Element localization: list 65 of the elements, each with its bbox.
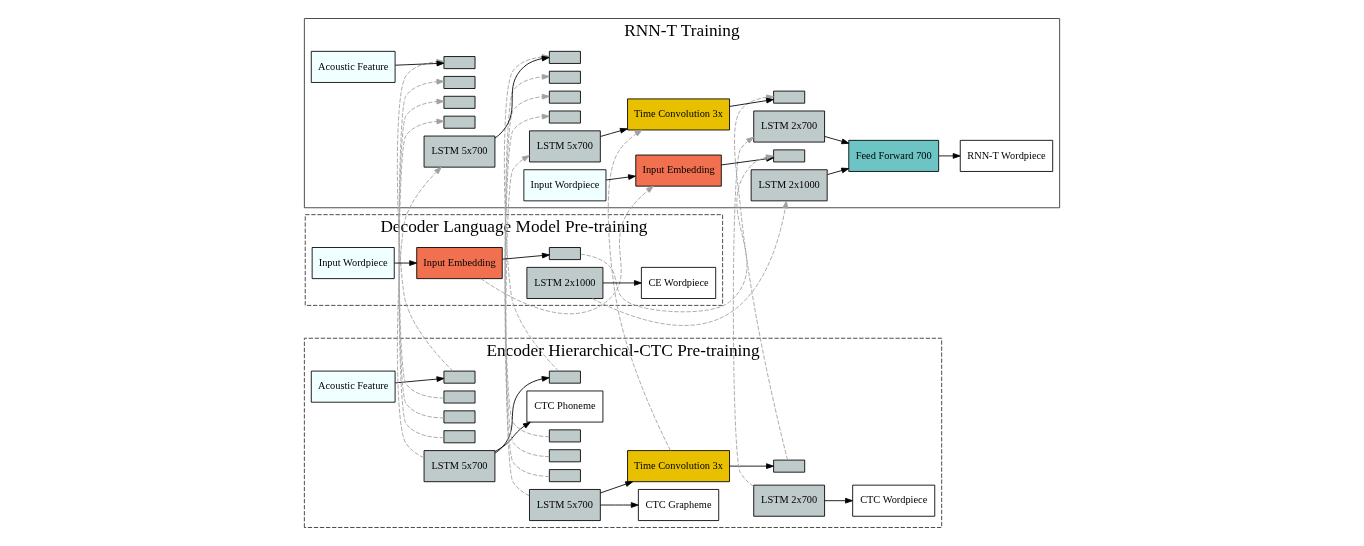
node-box: Feed Forward 700 [848, 139, 940, 172]
node-box [443, 430, 476, 444]
node-box: Input Wordpiece [311, 247, 395, 280]
node-box: CTC Wordpiece [852, 484, 936, 517]
arrow [824, 136, 850, 145]
arrow [732, 136, 755, 487]
node-box [443, 75, 476, 89]
node-box [443, 370, 476, 384]
node-box: Time Convolution 3x [627, 98, 730, 131]
node-box: LSTM 2x1000 [750, 169, 828, 202]
arrow [502, 252, 550, 260]
node-box [548, 429, 581, 443]
arrow [729, 463, 774, 469]
arrow [591, 200, 789, 326]
node-box: Time Convolution 3x [627, 450, 730, 483]
node-box: RNN-T Wordpiece [959, 139, 1054, 172]
node-box: Input Embedding [416, 247, 503, 280]
arrow [824, 497, 853, 504]
arrow [394, 260, 417, 266]
node-box [773, 459, 806, 473]
arrow [600, 502, 639, 508]
node-box: CTC Phoneme [526, 390, 604, 423]
node-box: LSTM 5x700 [529, 489, 601, 521]
node-box: LSTM 5x700 [529, 130, 601, 163]
arrow [734, 94, 788, 461]
arrow [505, 155, 530, 497]
node-box: LSTM 2x700 [753, 484, 825, 517]
node-box [443, 390, 476, 404]
node-box [548, 90, 581, 104]
node-box [548, 110, 581, 124]
node-box [548, 449, 581, 463]
arrow [605, 174, 636, 181]
arrow [600, 481, 634, 494]
node-box [443, 115, 476, 129]
node-box: CTC Grapheme [637, 489, 720, 521]
node-box [548, 70, 581, 84]
arrow [827, 167, 850, 176]
node-box [548, 247, 581, 261]
node-box [443, 95, 476, 109]
arrow [494, 421, 531, 453]
node-box [443, 56, 476, 70]
node-box: LSTM 2x700 [753, 110, 825, 143]
node-box: Input Wordpiece [523, 169, 607, 202]
arrow [397, 166, 442, 459]
node-box: Acoustic Feature [310, 370, 396, 403]
arrow [729, 97, 774, 107]
node-box: LSTM 5x700 [423, 135, 496, 168]
node-box [443, 410, 476, 424]
node-box: Acoustic Feature [310, 50, 396, 83]
arrow [607, 129, 671, 451]
arrow [602, 280, 642, 286]
node-box: Input Embedding [635, 154, 722, 187]
arrow [494, 376, 550, 454]
node-box: LSTM 5x700 [423, 450, 496, 483]
node-box [773, 90, 806, 104]
arrow [600, 127, 628, 137]
node-box: LSTM 2x1000 [526, 266, 604, 299]
arrow [938, 153, 961, 159]
node-box [548, 469, 581, 483]
arrow [480, 185, 654, 315]
arrow [394, 376, 445, 384]
node-box: CE Wordpiece [640, 266, 717, 299]
node-box [773, 149, 806, 163]
node-box [548, 370, 581, 384]
node-box [548, 50, 581, 64]
